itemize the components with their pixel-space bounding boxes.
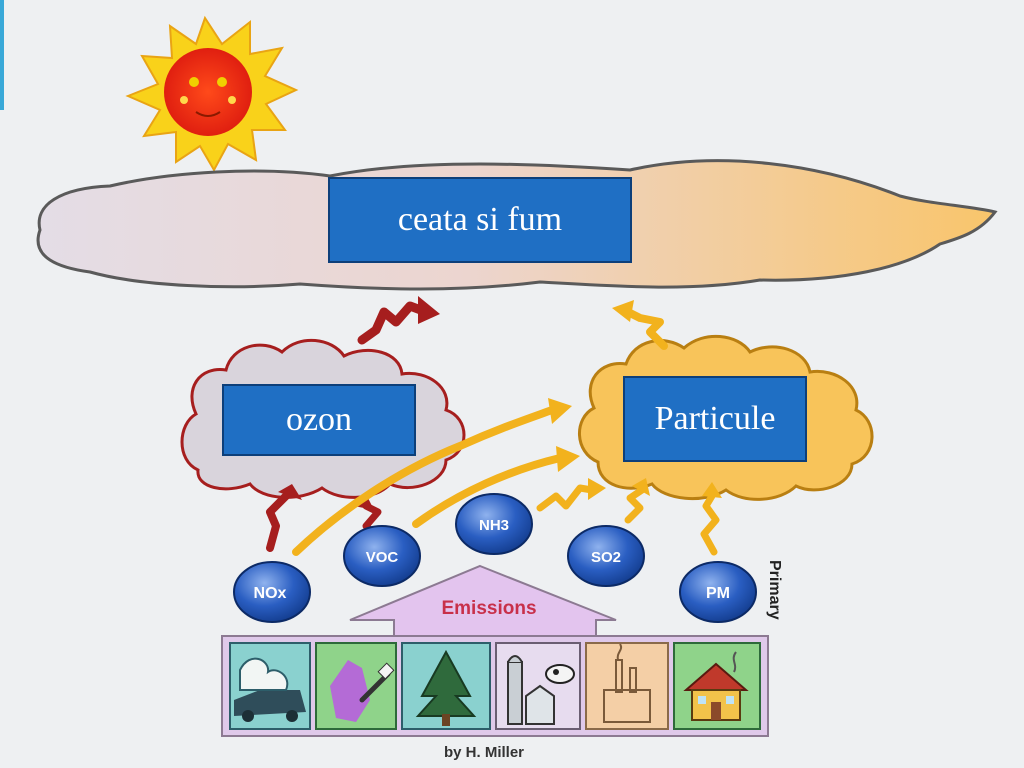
- farm-silo-cow-icon: [495, 642, 581, 730]
- pollutant-voc: VOC: [343, 525, 421, 587]
- particles-label: Particule: [654, 400, 776, 437]
- paint-brush-icon: [315, 642, 397, 730]
- emission-sources-panel: [221, 635, 769, 737]
- sun-icon: [125, 15, 299, 173]
- nh3-label: NH3: [479, 517, 509, 534]
- ozone-label-box: ozon: [222, 384, 416, 456]
- smog-label-box: ceata si fum: [328, 177, 632, 263]
- house-icon: [673, 642, 761, 730]
- pollutant-nox: NOx: [233, 561, 311, 623]
- smog-label: ceata si fum: [397, 201, 563, 238]
- primary-label: Primary: [766, 560, 783, 620]
- vehicles-icon: [229, 642, 311, 730]
- pollutant-so2: SO2: [567, 525, 645, 587]
- emissions-label: Emissions: [441, 598, 536, 619]
- author-credit: by H. Miller: [444, 744, 525, 761]
- so2-label: SO2: [591, 549, 621, 566]
- yellow-reaction-arrows: [292, 300, 722, 556]
- factory-icon: [585, 642, 669, 730]
- tree-icon: [401, 642, 491, 730]
- pollutant-pm: PM: [679, 561, 757, 623]
- voc-label: VOC: [366, 549, 399, 566]
- particles-label-box: Particule: [623, 376, 807, 462]
- ozone-label: ozon: [285, 401, 353, 438]
- slide-edge-accent: [0, 0, 4, 110]
- pollutant-nh3: NH3: [455, 493, 533, 555]
- nox-label: NOx: [254, 585, 287, 602]
- pm-label: PM: [706, 585, 730, 602]
